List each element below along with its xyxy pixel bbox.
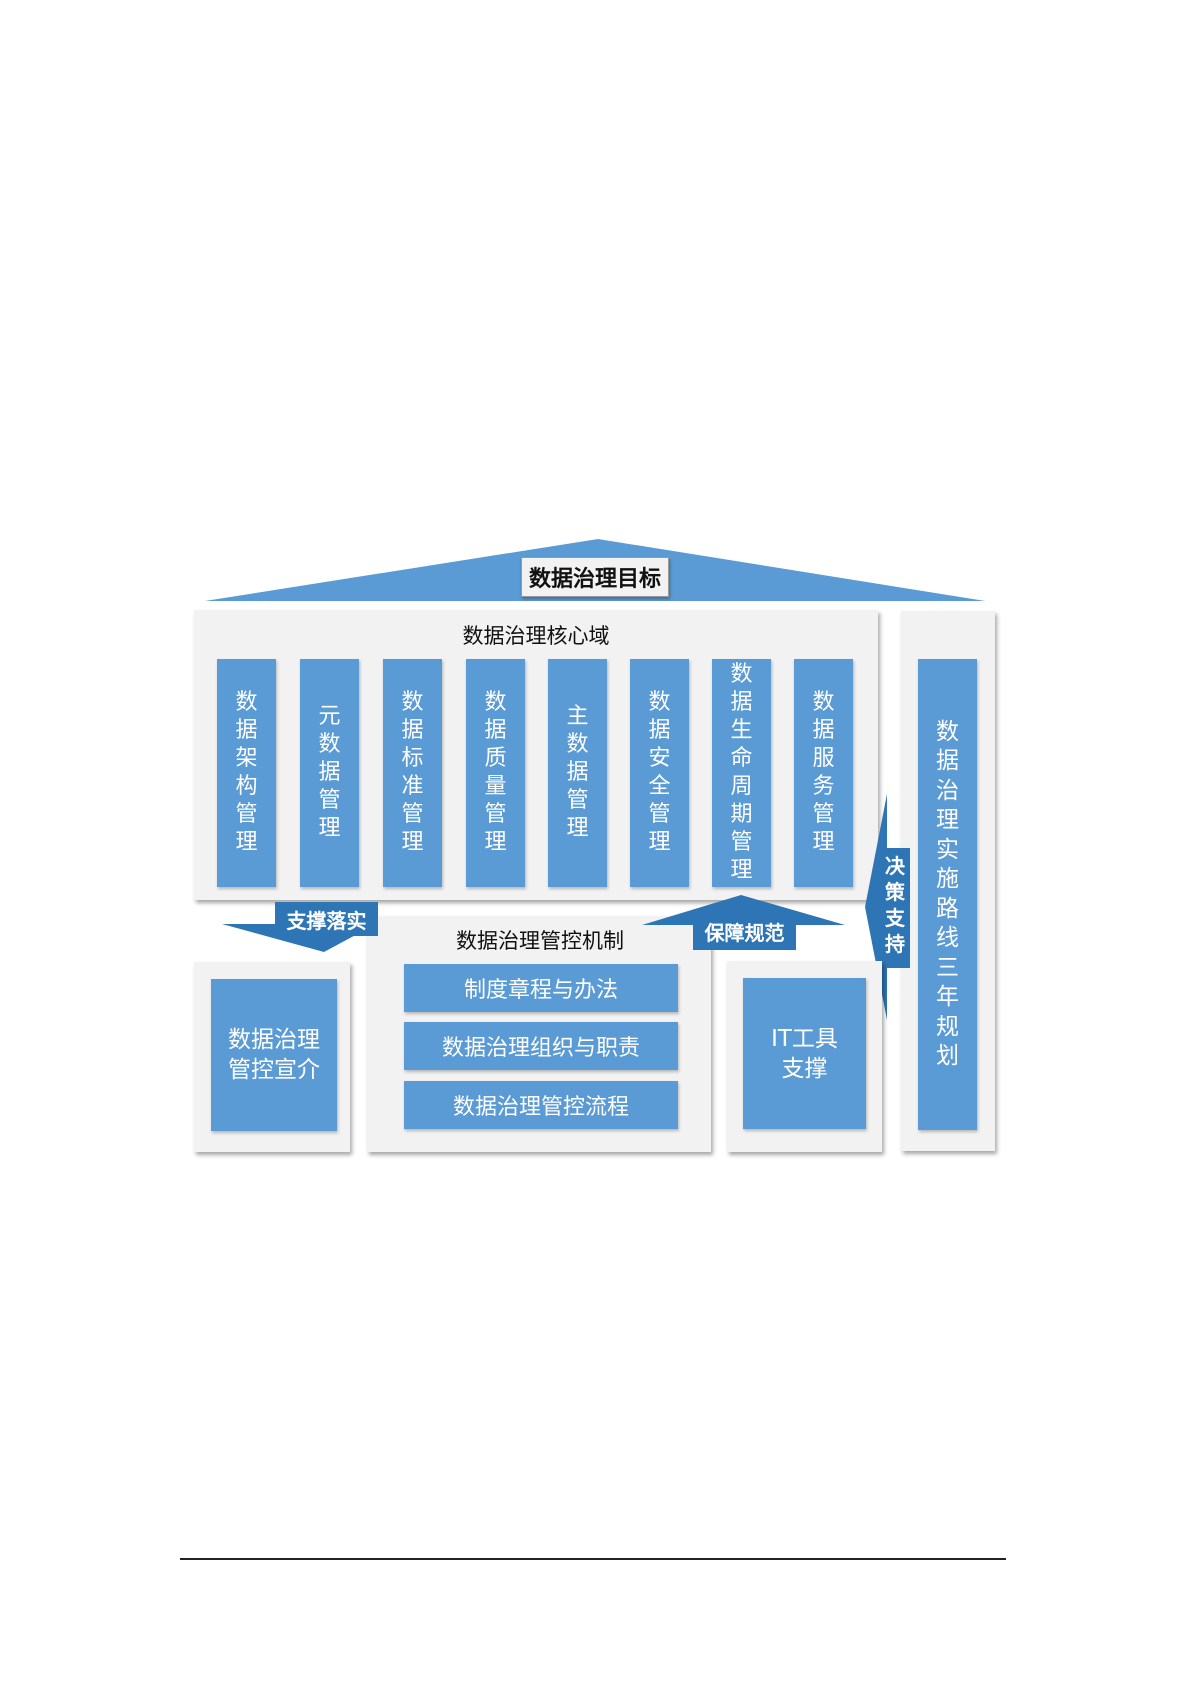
core-domain-column: 数据质量管理 — [466, 659, 525, 887]
mechanism-item: 数据治理管控流程 — [404, 1081, 678, 1129]
decision-support-label: 决策支持 — [882, 853, 908, 957]
core-domain-column: 数据服务管理 — [794, 659, 853, 887]
core-domain-column: 数据安全管理 — [630, 659, 689, 887]
goal-title: 数据治理目标 — [521, 557, 669, 597]
core-domain-column: 元数据管理 — [300, 659, 359, 887]
core-domain-column: 主数据管理 — [548, 659, 607, 887]
guarantee-norm-label: 保障规范 — [693, 913, 796, 950]
core-domain-column: 数据架构管理 — [217, 659, 276, 887]
footer-rule — [180, 1558, 1006, 1560]
core-domain-panel — [194, 610, 878, 900]
mechanism-item: 制度章程与办法 — [404, 964, 678, 1012]
it-tools-box: IT工具支撑 — [743, 978, 866, 1129]
core-domain-column: 数据生命周期管理 — [712, 659, 771, 887]
core-domain-column: 数据标准管理 — [383, 659, 442, 887]
mechanism-heading: 数据治理管控机制 — [440, 925, 640, 955]
core-domain-heading: 数据治理核心域 — [434, 620, 638, 650]
publicity-box: 数据治理管控宣介 — [211, 979, 337, 1131]
roadmap-column: 数据治理实施路线三年规划 — [918, 659, 977, 1130]
mechanism-item: 数据治理组织与职责 — [404, 1022, 678, 1070]
support-implement-label: 支撑落实 — [275, 902, 378, 936]
